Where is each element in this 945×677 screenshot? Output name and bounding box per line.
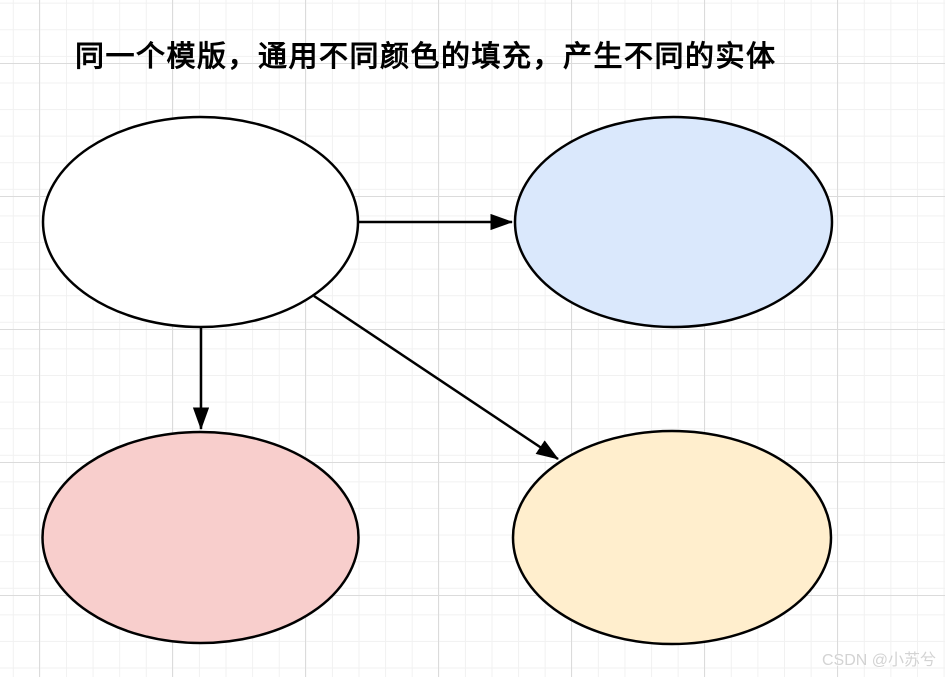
- template-ellipse: [41, 115, 360, 329]
- yellow-entity-ellipse: [511, 429, 833, 646]
- blue-entity-ellipse: [513, 115, 834, 329]
- red-entity-ellipse: [41, 430, 360, 645]
- arrow-template-to-yellow: [313, 294, 559, 461]
- diagram-title: 同一个模版，通用不同颜色的填充，产生不同的实体: [75, 41, 777, 73]
- csdn-watermark: CSDN @小苏兮: [821, 652, 936, 669]
